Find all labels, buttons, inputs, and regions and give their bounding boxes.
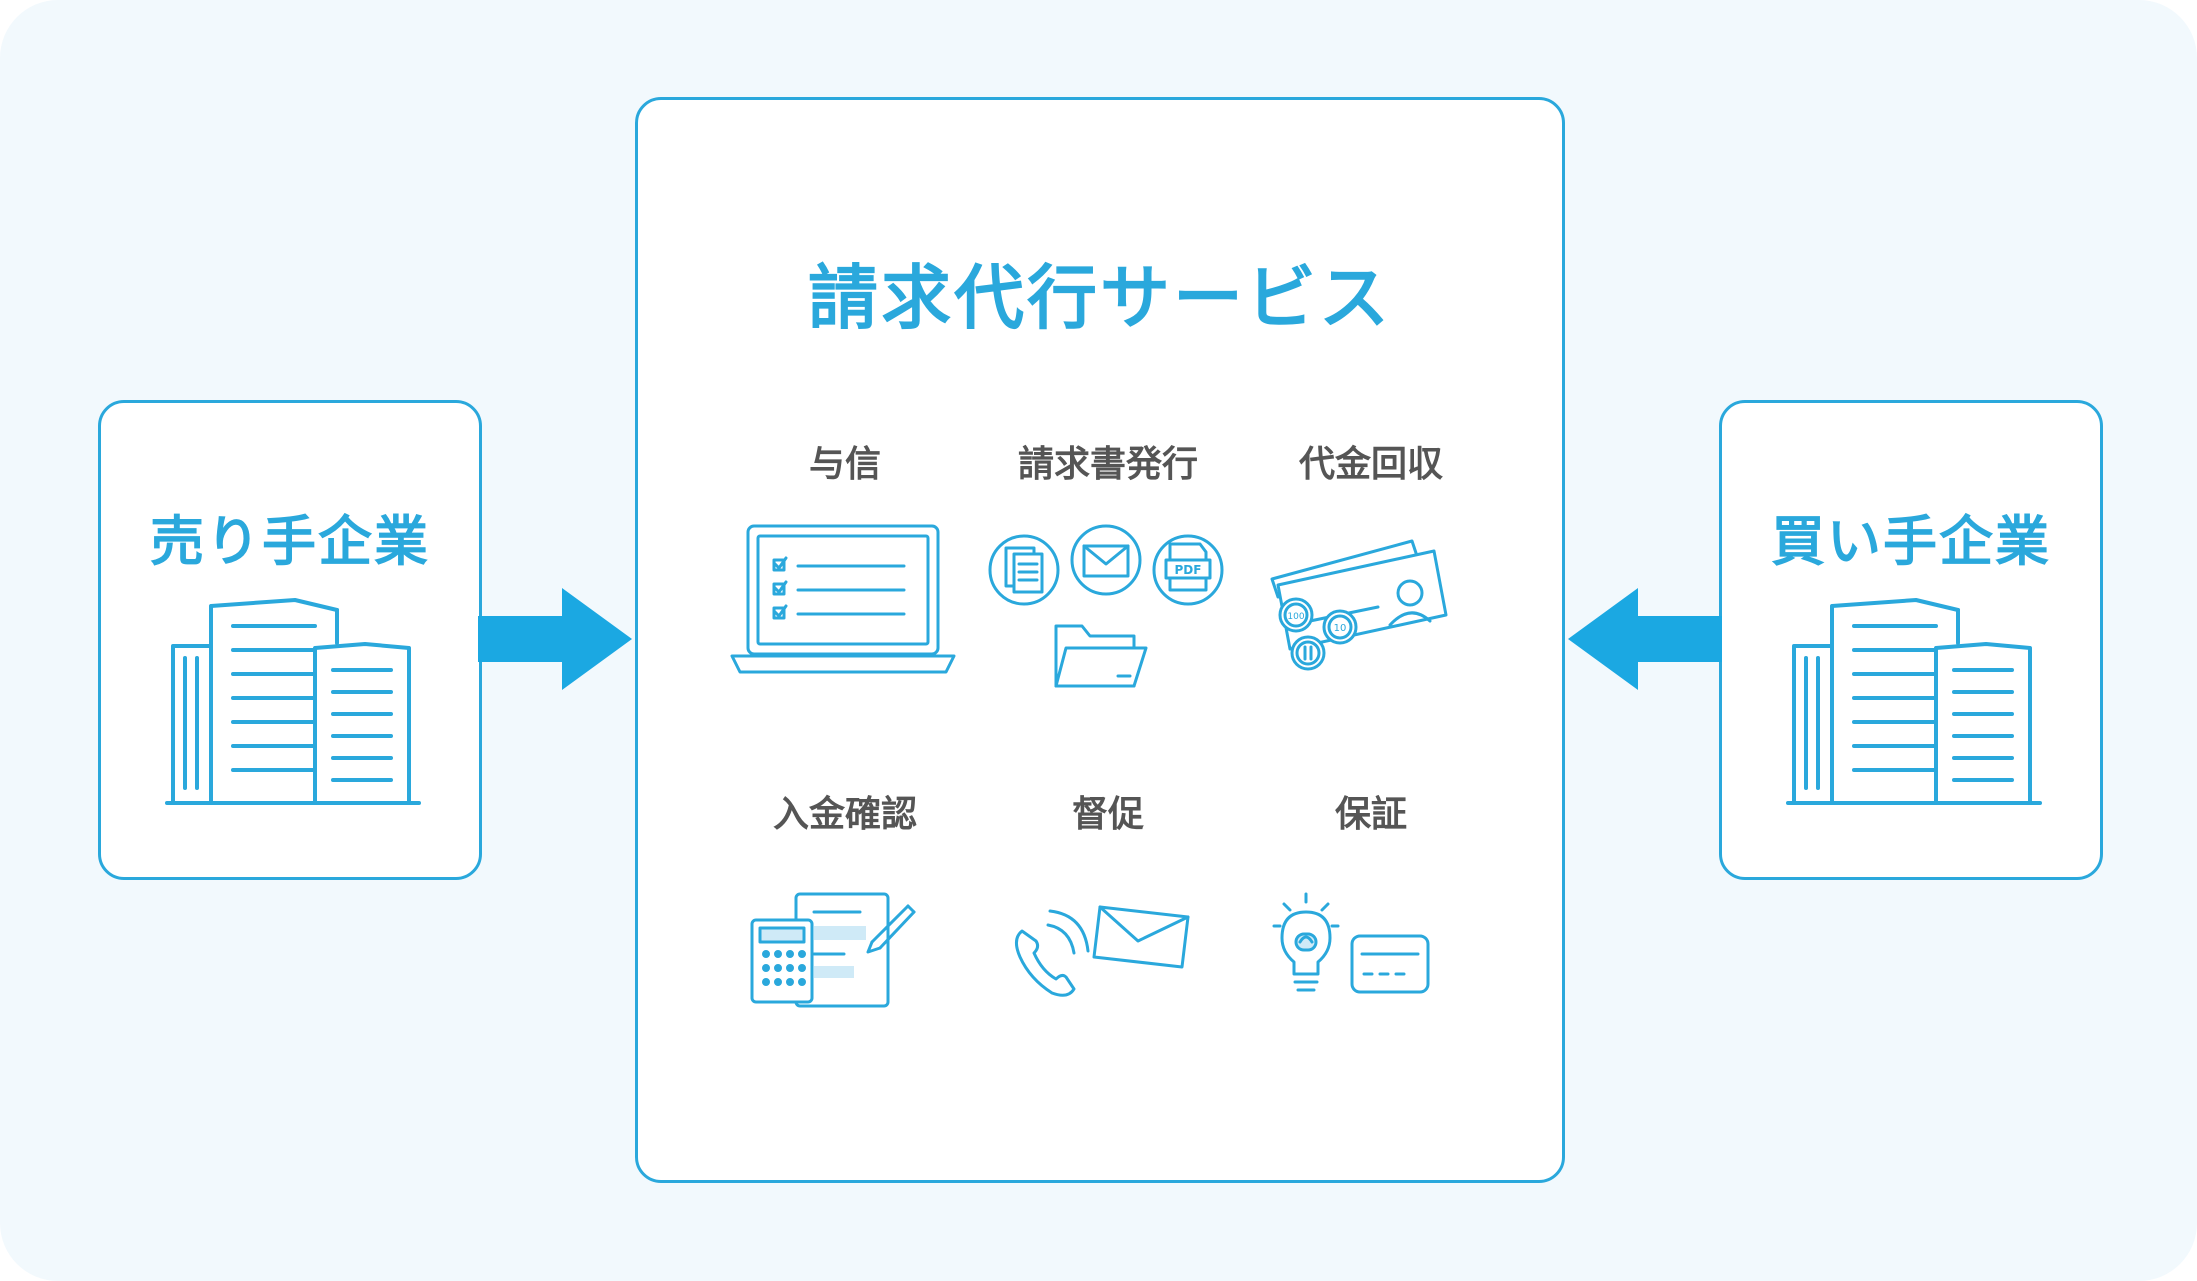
seller-company-box: 売り手企業 bbox=[98, 400, 482, 880]
feature-label-credit: 与信 bbox=[808, 444, 881, 485]
documents-mail-pdf-folder-icon: PDF bbox=[988, 524, 1224, 688]
buyer-company-title: 買い手企業 bbox=[1771, 510, 2051, 573]
feature-label-guarantee: 保証 bbox=[1334, 794, 1407, 835]
service-box: 請求代行サービス 与信 請求書発行 代金回収 PDF bbox=[635, 97, 1565, 1183]
feature-label-dunning: 督促 bbox=[1071, 794, 1144, 835]
arrow-right-icon bbox=[478, 588, 632, 690]
svg-text:PDF: PDF bbox=[1175, 563, 1202, 577]
phone-mail-icon bbox=[1015, 905, 1190, 997]
laptop-checklist-icon bbox=[730, 524, 956, 674]
seller-company-title: 売り手企業 bbox=[150, 510, 430, 573]
feature-label-collection: 代金回収 bbox=[1298, 444, 1443, 485]
calculator-document-icon bbox=[750, 892, 916, 1008]
feature-label-invoice: 請求書発行 bbox=[1017, 444, 1198, 485]
svg-text:10: 10 bbox=[1334, 623, 1347, 634]
svg-text:100: 100 bbox=[1287, 612, 1304, 622]
service-title: 請求代行サービス bbox=[808, 257, 1392, 339]
buyer-company-box: 買い手企業 bbox=[1719, 400, 2103, 880]
building-icon bbox=[1786, 598, 2042, 805]
building-icon bbox=[165, 598, 421, 805]
feature-label-payment-check: 入金確認 bbox=[772, 794, 917, 835]
arrow-left-icon bbox=[1568, 588, 1722, 690]
money-bills-coins-icon: 100 10 bbox=[1270, 539, 1448, 671]
lightbulb-card-icon bbox=[1272, 892, 1430, 994]
